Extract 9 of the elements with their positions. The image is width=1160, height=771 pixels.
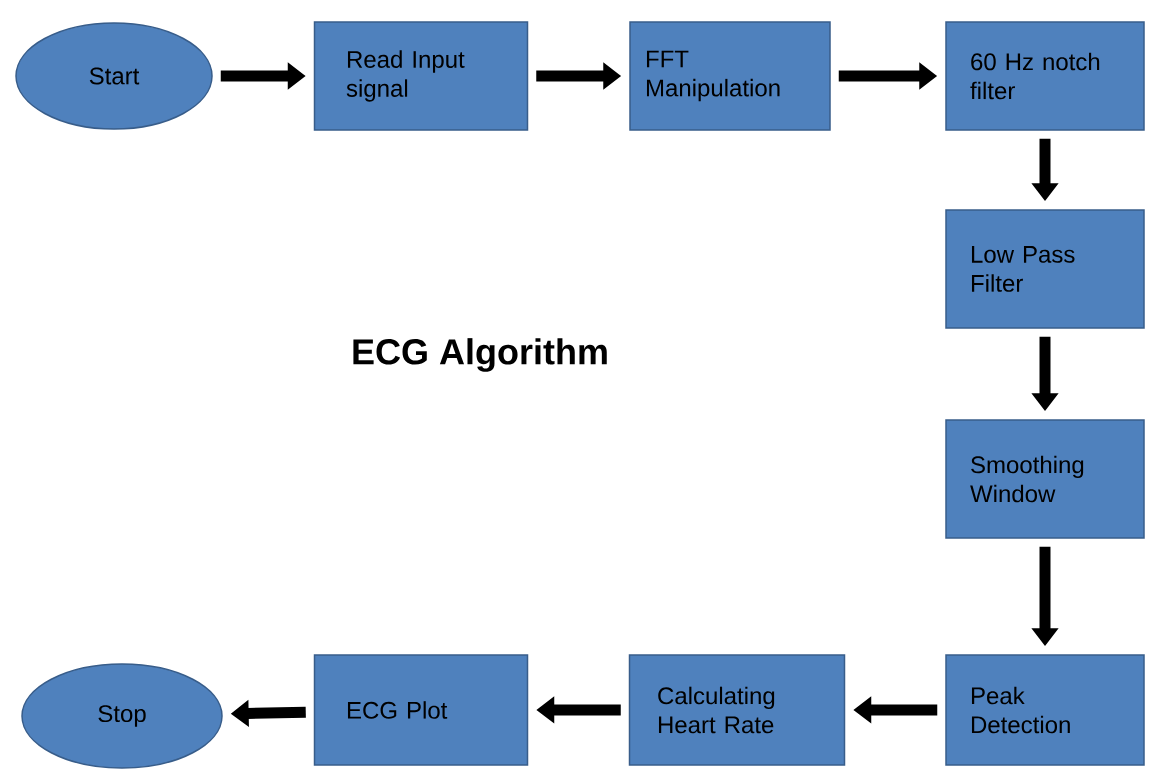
process-box: Read Input signal (313, 21, 529, 131)
process-box: Low Pass Filter (945, 209, 1145, 329)
process-box: Smoothing Window (945, 419, 1145, 539)
process-box: FFT Manipulation (629, 21, 831, 131)
title: ECG Algorithm (353, 338, 607, 372)
process-box: Peak Detection (945, 654, 1145, 766)
process-box: ECG Plot (313, 654, 529, 766)
process-box: Calculating Heart Rate (628, 654, 846, 766)
process-box: 60 Hz notch filter (945, 21, 1145, 131)
